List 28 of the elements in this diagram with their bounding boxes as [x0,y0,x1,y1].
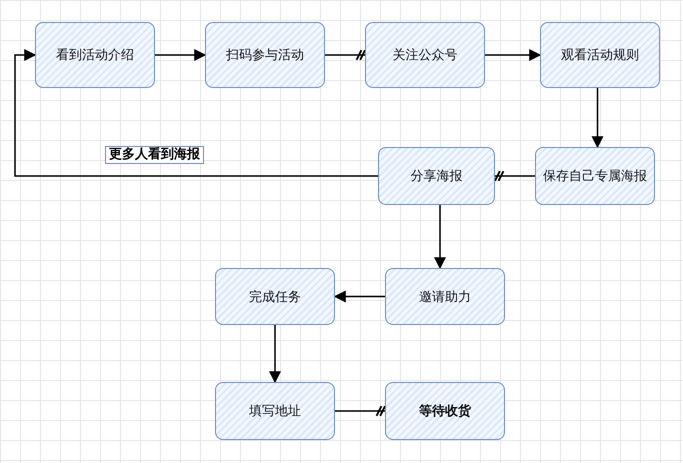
box-label: 观看活动规则 [560,47,640,64]
process-box [378,147,495,205]
box-label: 扫码参与活动 [225,47,305,64]
process-box [215,382,335,440]
box-label: 看到活动介绍 [55,47,135,64]
arrow [592,88,604,148]
arrow [434,205,446,270]
arrow [14,49,378,177]
process-box [215,268,335,325]
process-box [385,382,505,440]
box-label: 完成任务 [248,288,302,306]
box-label: 关注公众号 [392,47,458,64]
edge-label: 更多人看到海报 [105,146,204,164]
box-label: 分享海报 [410,168,464,185]
process-box [540,22,660,88]
arrow [155,49,206,61]
arrow [334,290,385,302]
box-label: 保存自己专属海报 [542,168,648,185]
arrow [269,325,281,384]
process-box [365,22,485,88]
arrow [485,49,542,61]
process-box [535,147,655,205]
process-box [385,268,505,325]
box-label: 邀请助力 [418,288,472,306]
box-label: 填写地址 [248,403,302,420]
process-box [205,22,325,88]
box-label: 等待收货 [418,403,472,420]
process-box [35,22,155,88]
